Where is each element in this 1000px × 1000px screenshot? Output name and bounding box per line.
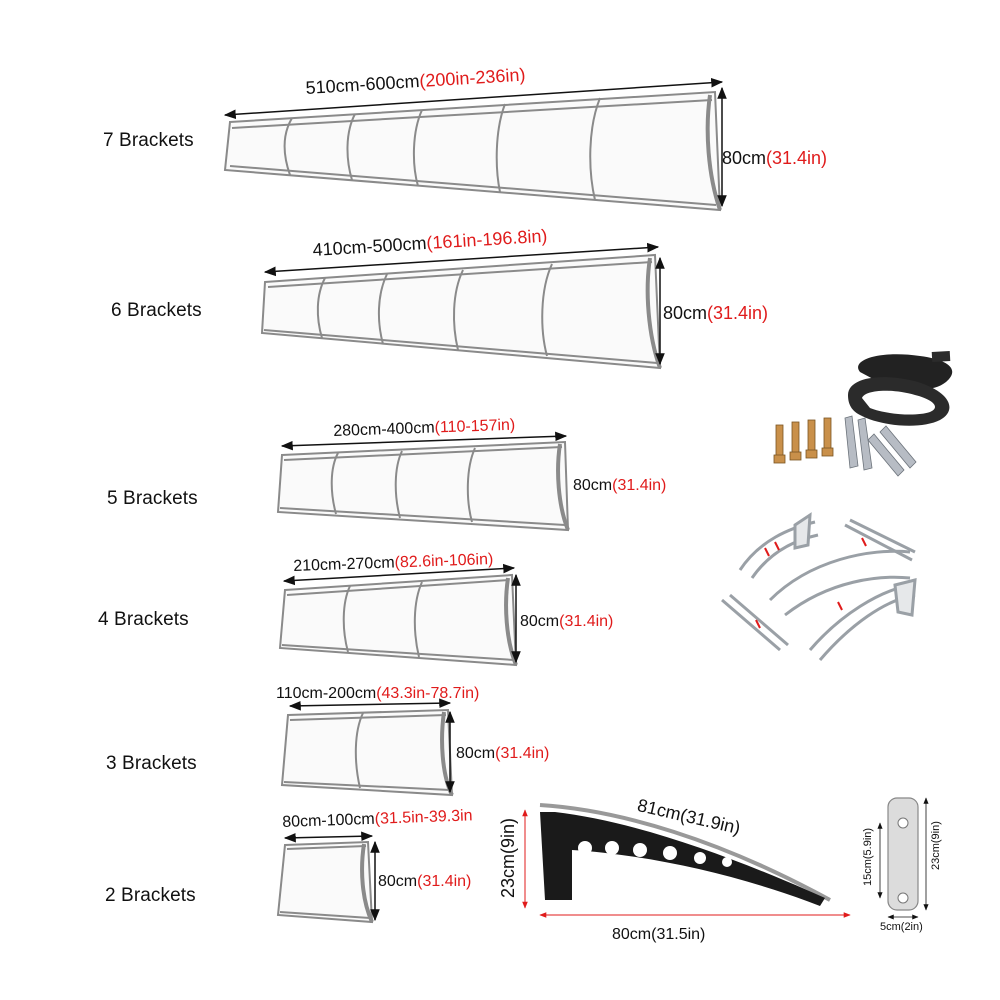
length-cm: 110cm-200cm: [276, 685, 377, 702]
height-cm: 80cm: [722, 148, 767, 168]
length-in: (110-157in): [434, 416, 516, 437]
plate-width-dim: 5cm(2in): [880, 921, 923, 933]
length-dim-3: 110cm-200cm(43.3in-78.7in): [276, 685, 479, 703]
height-in: (31.4in): [766, 148, 828, 168]
canopy-3-brackets: [280, 698, 455, 797]
height-dim-3: 80cm(31.4in): [456, 745, 549, 763]
height-dim-2: 80cm(31.4in): [378, 873, 471, 891]
bracket-width-dim: 80cm(31.5in): [612, 926, 706, 943]
height-in: (31.4in): [707, 303, 769, 323]
screws-and-anchors: [773, 415, 917, 477]
black-bracket: [522, 803, 851, 918]
height-in: (31.4in): [495, 745, 550, 762]
height-cm: 80cm: [573, 477, 613, 494]
length-in: (82.6in-106in): [394, 551, 494, 572]
brackets-label-5: 5 Brackets: [107, 488, 198, 509]
canopy-4-brackets: [278, 563, 521, 667]
length-in: (31.5in-39.3in: [374, 807, 473, 828]
canopy-2-brackets: [276, 831, 380, 924]
height-in: (31.4in): [612, 477, 667, 494]
canopy-6-brackets: [260, 242, 665, 370]
brackets-label-4: 4 Brackets: [98, 609, 189, 630]
brackets-label-2: 2 Brackets: [105, 885, 196, 906]
plate-height-dim: 23cm(9in): [930, 821, 942, 870]
height-in: (31.4in): [559, 613, 614, 630]
canopy-7-brackets: [223, 77, 727, 212]
height-cm: 80cm: [520, 613, 560, 630]
height-cm: 80cm: [378, 873, 418, 890]
height-in: (31.4in): [417, 873, 472, 890]
height-cm: 80cm: [456, 745, 496, 762]
assembly-exploded-view: [721, 512, 917, 661]
height-dim-4: 80cm(31.4in): [520, 613, 613, 631]
height-dim-6: 80cm(31.4in): [663, 303, 768, 324]
height-cm: 80cm: [663, 303, 708, 323]
canopy-5-brackets: [276, 431, 570, 532]
wall-plate: [877, 797, 929, 920]
length-cm: 210cm-270cm: [293, 554, 395, 575]
bracket-depth-dim: 23cm(9in): [498, 817, 518, 898]
brackets-label-3: 3 Brackets: [106, 753, 197, 774]
length-in: (43.3in-78.7in): [376, 685, 480, 702]
length-cm: 80cm-100cm: [282, 810, 376, 831]
height-dim-7: 80cm(31.4in): [722, 148, 827, 169]
plate-hole-spacing-dim: 15cm(5.9in): [862, 827, 874, 886]
brackets-label-6: 6 Brackets: [111, 300, 202, 321]
brackets-label-7: 7 Brackets: [103, 130, 194, 151]
length-cm: 280cm-400cm: [333, 419, 435, 440]
height-dim-5: 80cm(31.4in): [573, 477, 666, 495]
rubber-seal-strip: [848, 351, 953, 426]
